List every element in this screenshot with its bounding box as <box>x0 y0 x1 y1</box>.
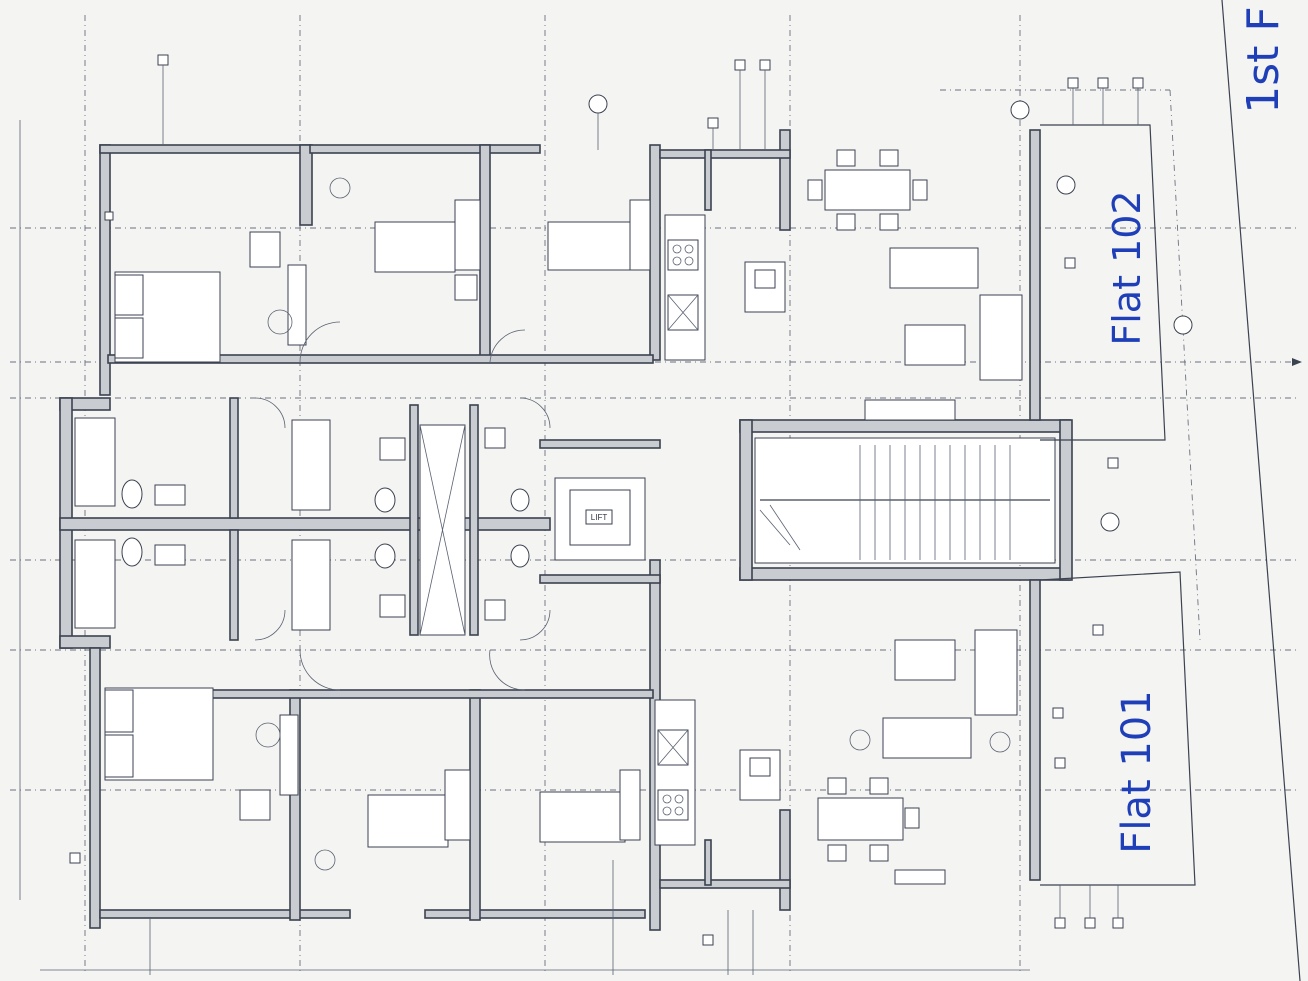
reference-tags <box>69 54 1193 975</box>
service-shaft <box>419 424 466 636</box>
living-area-flat-101 <box>817 629 1018 885</box>
interior-walls <box>229 149 791 889</box>
margin-line <box>1221 0 1301 981</box>
door-swings <box>254 321 551 691</box>
kitchens <box>654 214 786 846</box>
flat-101-annotation: Flat 101 <box>1114 690 1160 853</box>
staircase <box>754 437 1056 564</box>
bathrooms <box>74 417 530 631</box>
floor-annotation: 1st F <box>1238 6 1289 113</box>
lower-bedrooms <box>104 687 641 871</box>
lift-shaft: LIFT <box>554 477 646 561</box>
balconies <box>940 89 1201 886</box>
flat-102-annotation: Flat 102 <box>1105 190 1149 345</box>
living-area-flat-102 <box>807 149 1023 421</box>
lift-label: LIFT <box>591 513 608 522</box>
arrow-icon <box>1292 358 1302 366</box>
upper-bedrooms <box>114 177 651 363</box>
